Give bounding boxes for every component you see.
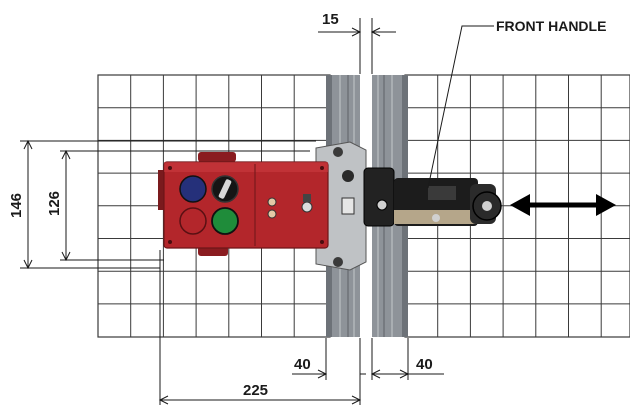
dimension-lines	[20, 18, 494, 405]
dimension-label-width-total: 225	[243, 382, 268, 399]
dimension-label-height-outer: 146	[8, 193, 25, 218]
front-handle	[363, 167, 502, 227]
dimension-label-gap: 15	[322, 11, 339, 28]
control-buttons	[179, 175, 239, 235]
blue-button-icon	[179, 175, 207, 203]
empty-button-slot-icon	[179, 207, 207, 235]
indicator-and-key	[267, 194, 313, 219]
dimension-label-offset-right: 40	[416, 356, 433, 373]
dimension-label-height-inner: 126	[46, 191, 63, 216]
double-arrow-horizontal-icon	[510, 194, 616, 216]
dimension-label-offset-left: 40	[294, 356, 311, 373]
green-button-icon	[211, 207, 239, 235]
front-handle-callout: FRONT HANDLE	[496, 18, 606, 34]
